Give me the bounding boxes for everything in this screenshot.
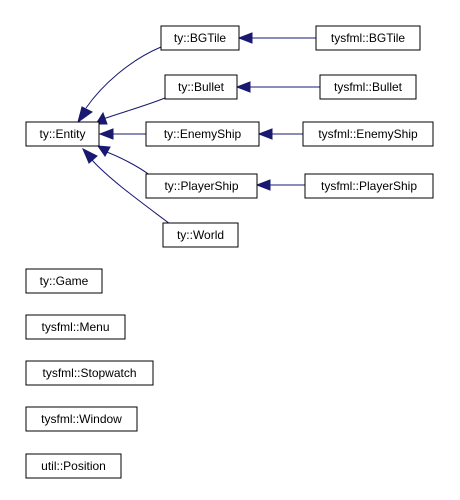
node-label: ty::EnemyShip	[164, 127, 242, 141]
arrowhead-sfenemyship-enemyship	[257, 128, 273, 140]
node-label: tysfml::Menu	[41, 320, 109, 334]
arrowhead-enemyship-entity	[98, 128, 114, 140]
node-label: ty::Bullet	[178, 80, 225, 94]
arrowhead-sfbgtile-bgtile	[237, 32, 253, 44]
node-world[interactable]: ty::World	[162, 222, 239, 248]
node-label: util::Position	[41, 459, 106, 473]
node-sfml-enemyship[interactable]: tysfml::EnemyShip	[302, 121, 434, 147]
arrowhead-bgtile-entity	[77, 106, 93, 124]
node-bgtile[interactable]: ty::BGTile	[160, 25, 240, 51]
arrowhead-playership-entity	[96, 145, 111, 157]
node-window[interactable]: tysfml::Window	[25, 406, 138, 432]
node-playership[interactable]: ty::PlayerShip	[145, 173, 258, 199]
node-label: ty::Entity	[39, 127, 85, 141]
node-label: ty::PlayerShip	[164, 179, 238, 193]
node-label: tysfml::EnemyShip	[318, 127, 418, 141]
node-stopwatch[interactable]: tysfml::Stopwatch	[25, 360, 154, 386]
node-label: ty::BGTile	[174, 31, 227, 45]
node-enemyship[interactable]: ty::EnemyShip	[145, 121, 260, 147]
node-label: tysfml::Window	[41, 412, 122, 426]
node-label: tysfml::PlayerShip	[321, 179, 417, 193]
edge-world-entity	[91, 159, 171, 225]
edge-bullet-entity	[102, 97, 166, 120]
arrowhead-sfbullet-bullet	[235, 81, 251, 93]
node-label: ty::Game	[40, 274, 89, 288]
arrowhead-bullet-entity	[95, 111, 108, 125]
node-label: tysfml::BGTile	[331, 31, 406, 45]
node-game[interactable]: ty::Game	[25, 268, 103, 294]
edge-playership-entity	[103, 150, 152, 177]
node-sfml-bullet[interactable]: tysfml::Bullet	[319, 74, 417, 100]
node-position[interactable]: util::Position	[25, 453, 122, 479]
node-label: tysfml::Stopwatch	[42, 366, 136, 380]
edge-bgtile-entity	[85, 46, 162, 109]
node-sfml-bgtile[interactable]: tysfml::BGTile	[315, 25, 421, 51]
node-label: ty::World	[177, 228, 224, 242]
arrowhead-sfplayership-playership	[255, 179, 271, 191]
node-menu[interactable]: tysfml::Menu	[25, 314, 126, 340]
edges	[77, 32, 320, 225]
node-bullet[interactable]: ty::Bullet	[164, 74, 238, 100]
node-sfml-playership[interactable]: tysfml::PlayerShip	[304, 173, 434, 199]
node-label: tysfml::Bullet	[334, 80, 403, 94]
arrowhead-world-entity	[82, 147, 98, 164]
node-entity[interactable]: ty::Entity	[25, 121, 100, 147]
